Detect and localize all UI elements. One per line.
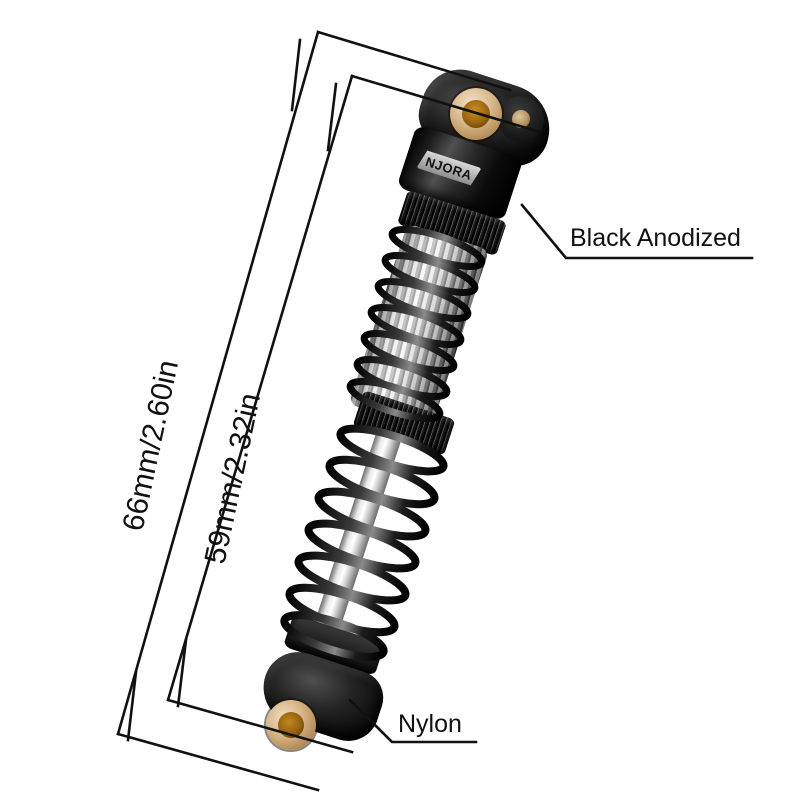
dim-tick-outer-bottom bbox=[126, 670, 138, 742]
dim-outer-line bbox=[116, 30, 320, 736]
callout-black-leader bbox=[520, 203, 754, 260]
callout-nylon-leader bbox=[348, 698, 478, 744]
dim-outer-ext-top bbox=[316, 30, 512, 92]
dim-tick-inner-bottom bbox=[176, 638, 188, 708]
dim-tick-outer-top bbox=[290, 38, 302, 112]
dim-inner-ext-top bbox=[350, 74, 542, 134]
callout-label-nylon: Nylon bbox=[398, 710, 462, 738]
dim-inner-line bbox=[166, 74, 354, 702]
dim-outer-ext-bottom bbox=[116, 732, 320, 792]
dim-tick-inner-top bbox=[326, 82, 338, 152]
dim-inner-ext-bottom bbox=[166, 698, 354, 754]
callout-label-black-anodized: Black Anodized bbox=[570, 224, 741, 252]
